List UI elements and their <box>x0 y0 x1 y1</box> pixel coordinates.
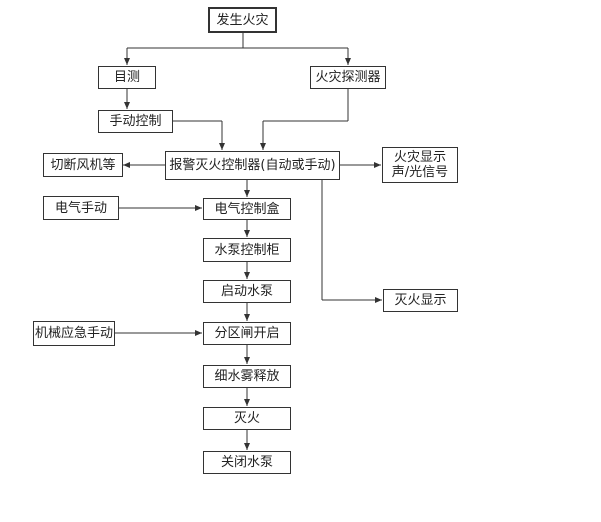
node-cut-fan: 切断风机等 <box>43 153 123 177</box>
node-extinguish: 灭火 <box>203 407 291 430</box>
node-mist-release: 细水雾释放 <box>203 365 291 388</box>
node-electric-manual: 电气手动 <box>43 196 119 220</box>
fire-signal-line2: 声/光信号 <box>391 165 449 180</box>
node-zone-valve-open: 分区闸开启 <box>203 322 291 345</box>
node-fire-signal: 火灾显示 声/光信号 <box>382 147 458 183</box>
node-electric-control-box: 电气控制盒 <box>203 198 291 220</box>
node-manual-control: 手动控制 <box>98 110 173 133</box>
node-close-pump: 关闭水泵 <box>203 451 291 474</box>
node-start-pump: 启动水泵 <box>203 280 291 303</box>
node-visual-check: 目测 <box>98 66 156 89</box>
node-mechanical-emergency: 机械应急手动 <box>33 321 115 346</box>
node-extinguish-display: 灭火显示 <box>383 289 458 312</box>
node-fire-detector: 火灾探测器 <box>310 66 386 89</box>
fire-signal-line1: 火灾显示 <box>393 150 446 165</box>
node-fire-occurs: 发生火灾 <box>208 7 277 33</box>
node-pump-cabinet: 水泵控制柜 <box>203 238 291 262</box>
node-alarm-controller: 报警灭火控制器(自动或手动) <box>165 151 340 180</box>
